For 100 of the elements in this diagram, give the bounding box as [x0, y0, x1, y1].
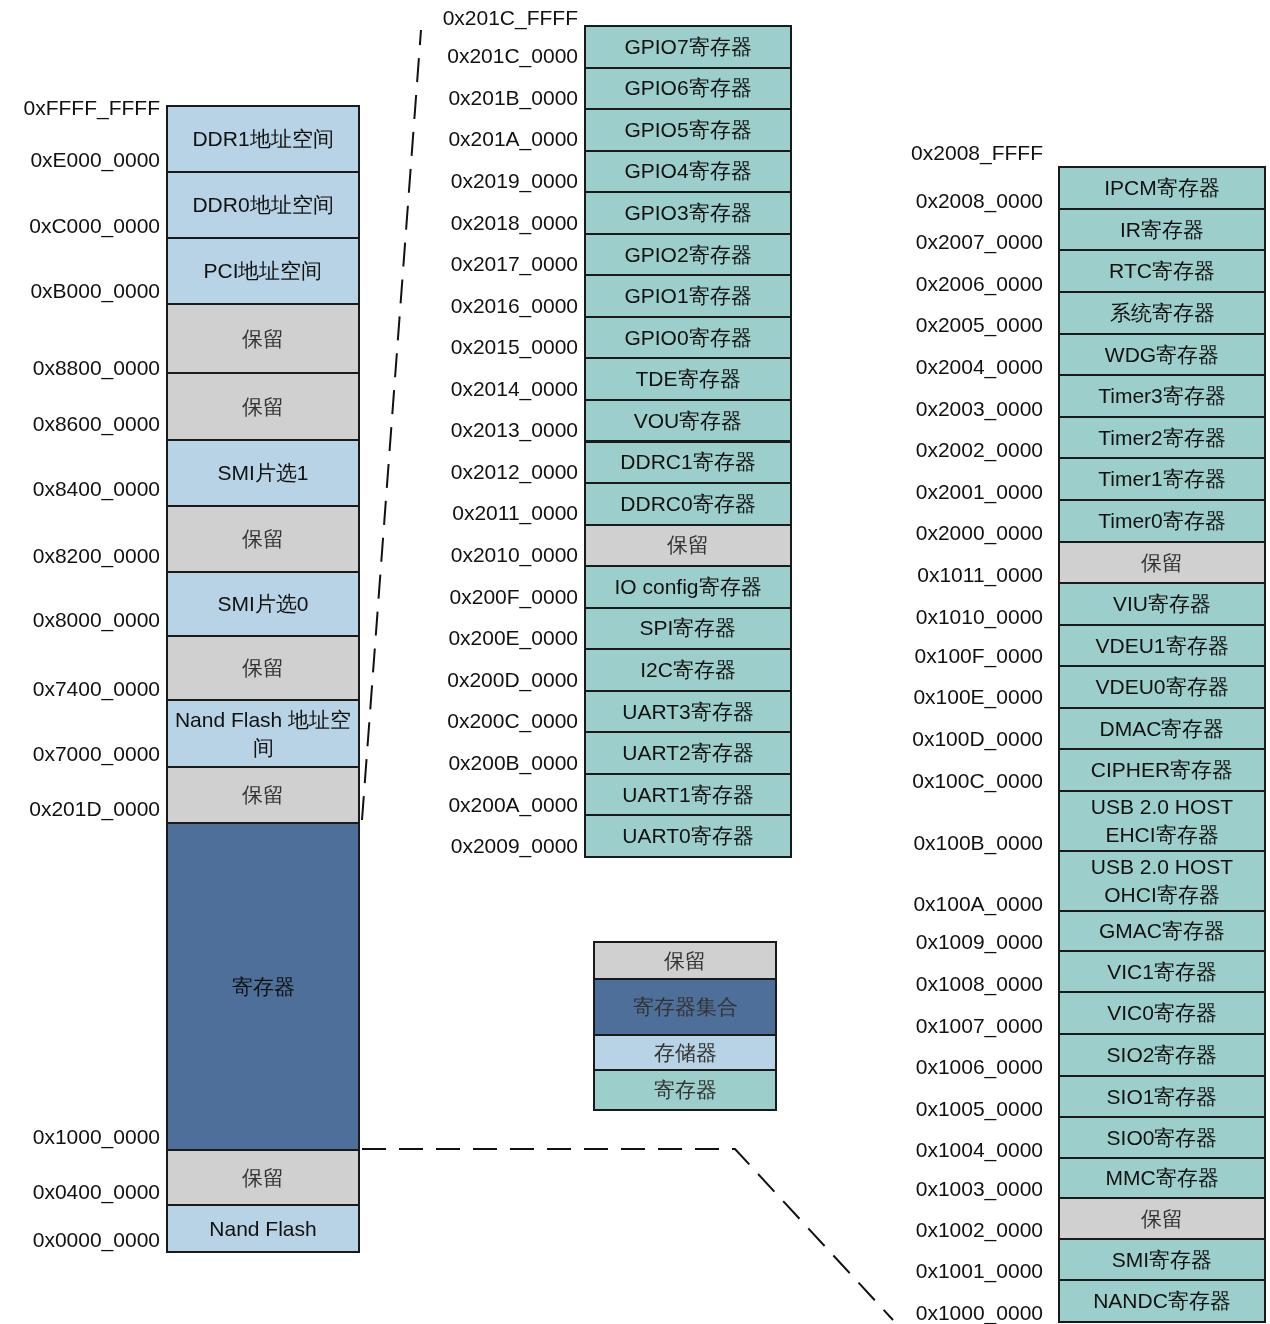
reserved-region-box: 保留: [166, 766, 360, 824]
reserved-region-box: 保留: [1058, 541, 1266, 584]
address-label: 0x201C_0000: [447, 44, 578, 68]
memory-region-box: DMAC寄存器: [1058, 707, 1266, 750]
address-label: 0x1007_0000: [915, 1014, 1043, 1038]
memory-region-box: VDEU0寄存器: [1058, 665, 1266, 709]
memory-region-box: RTC寄存器: [1058, 249, 1266, 293]
address-label: 0x2019_0000: [450, 169, 578, 193]
memory-region-box: VIU寄存器: [1058, 582, 1266, 626]
address-label: 0x100F_0000: [914, 644, 1043, 668]
address-label: 0x201D_0000: [29, 797, 160, 821]
address-label: 0x1006_0000: [915, 1055, 1043, 1079]
address-label: 0x1005_0000: [915, 1097, 1043, 1121]
memory-region-box: UART2寄存器: [584, 731, 792, 775]
memory-region-box: Timer1寄存器: [1058, 457, 1266, 501]
reserved-region-box: 保留: [1058, 1197, 1266, 1240]
memory-region-box: I2C寄存器: [584, 648, 792, 692]
address-label: 0x0400_0000: [32, 1180, 160, 1204]
address-label: 0x8600_0000: [32, 412, 160, 436]
address-label: 0xE000_0000: [30, 148, 160, 172]
address-label: 0x1002_0000: [915, 1218, 1043, 1242]
memory-region-box: SMI寄存器: [1058, 1238, 1266, 1281]
address-label: 0x1000_0000: [32, 1125, 160, 1149]
memory-region-box: DDR0地址空间: [166, 171, 360, 239]
memory-region-box: UART3寄存器: [584, 689, 792, 734]
address-label: 0x8800_0000: [32, 356, 160, 380]
memory-region-box: USB 2.0 HOST EHCI寄存器: [1058, 790, 1266, 852]
address-label: 0x8000_0000: [32, 608, 160, 632]
memory-region-box: DDR1地址空间: [166, 105, 360, 173]
address-label: 0x2008_FFFF: [911, 141, 1043, 165]
memory-region-box: USB 2.0 HOST OHCI寄存器: [1058, 850, 1266, 912]
address-label: 0x100A_0000: [913, 892, 1043, 916]
address-label: 0x100D_0000: [912, 727, 1043, 751]
address-label: 0xFFFF_FFFF: [23, 96, 160, 120]
memory-region-box: DDRC0寄存器: [584, 482, 792, 526]
address-label: 0x100B_0000: [913, 831, 1043, 855]
memory-region-box: VIC0寄存器: [1058, 991, 1266, 1035]
address-label: 0x1004_0000: [915, 1138, 1043, 1162]
memory-region-box: Timer2寄存器: [1058, 416, 1266, 459]
address-label: 0x2002_0000: [915, 438, 1043, 462]
memory-region-box: DDRC1寄存器: [584, 440, 792, 485]
address-label: 0x200E_0000: [448, 626, 578, 650]
memory-region-box: SMI片选1: [166, 439, 360, 507]
address-label: 0x2018_0000: [450, 211, 578, 235]
address-label: 0x2016_0000: [450, 294, 578, 318]
memory-region-box: TDE寄存器: [584, 357, 792, 401]
address-label: 0x2005_0000: [915, 313, 1043, 337]
memory-region-box: VDEU1寄存器: [1058, 624, 1266, 667]
memory-region-box: SIO0寄存器: [1058, 1116, 1266, 1159]
address-label: 0x200A_0000: [448, 793, 578, 817]
memory-region-box: UART0寄存器: [584, 814, 792, 858]
address-label: 0xB000_0000: [30, 279, 160, 303]
reserved-region-box: 保留: [166, 505, 360, 573]
legend-label: 寄存器: [653, 1078, 717, 1102]
memory-region-box: GPIO4寄存器: [584, 149, 792, 194]
memory-region-box: 系统寄存器: [1058, 291, 1266, 335]
reserved-region-box: 保留: [166, 635, 360, 701]
memory-region-box: Timer3寄存器: [1058, 374, 1266, 418]
address-label: 0x201A_0000: [448, 127, 578, 151]
memory-region-box: UART1寄存器: [584, 772, 792, 817]
address-label: 0x1008_0000: [915, 972, 1043, 996]
memory-region-box: GPIO7寄存器: [584, 25, 792, 69]
address-label: 0xC000_0000: [29, 214, 160, 238]
address-label: 0x100E_0000: [913, 685, 1043, 709]
memory-region-box: CIPHER寄存器: [1058, 748, 1266, 792]
address-label: 0x200B_0000: [448, 751, 578, 775]
memory-region-box: PCI地址空间: [166, 237, 360, 305]
memory-region-box: GPIO3寄存器: [584, 191, 792, 235]
address-label: 0x201C_FFFF: [442, 6, 578, 30]
address-label: 0x0000_0000: [32, 1228, 160, 1252]
memory-region-box: SIO2寄存器: [1058, 1033, 1266, 1077]
memory-region-box: Timer0寄存器: [1058, 499, 1266, 543]
memory-region-box: SMI片选0: [166, 571, 360, 637]
memory-region-box: GPIO1寄存器: [584, 274, 792, 318]
address-label: 0x200C_0000: [447, 709, 578, 733]
address-label: 0x2003_0000: [915, 397, 1043, 421]
address-label: 0x1009_0000: [915, 930, 1043, 954]
address-label: 0x2017_0000: [450, 252, 578, 276]
memory-region-box: WDG寄存器: [1058, 333, 1266, 376]
address-label: 0x100C_0000: [912, 769, 1043, 793]
reserved-region-box: 保留: [584, 523, 792, 568]
address-label: 0x2014_0000: [450, 377, 578, 401]
address-label: 0x2015_0000: [450, 335, 578, 359]
address-label: 0x2012_0000: [450, 460, 578, 484]
memory-region-box: IPCM寄存器: [1058, 166, 1266, 210]
address-label: 0x200F_0000: [449, 585, 578, 609]
address-label: 0x2004_0000: [915, 355, 1043, 379]
legend-label: 寄存器集合: [632, 995, 738, 1019]
memory-region-box: VOU寄存器: [584, 398, 792, 443]
address-label: 0x1010_0000: [915, 605, 1043, 629]
memory-region-box: GMAC寄存器: [1058, 910, 1266, 952]
memory-region-box: Nand Flash: [166, 1204, 360, 1253]
memory-region-box: NANDC寄存器: [1058, 1279, 1266, 1323]
memory-region-box: 寄存器: [166, 822, 360, 1151]
address-label: 0x8200_0000: [32, 544, 160, 568]
address-label: 0x2013_0000: [450, 418, 578, 442]
address-label: 0x1011_0000: [917, 563, 1043, 587]
address-label: 0x200D_0000: [447, 668, 578, 692]
reserved-region-box: 保留: [166, 303, 360, 374]
memory-region-box: MMC寄存器: [1058, 1157, 1266, 1199]
